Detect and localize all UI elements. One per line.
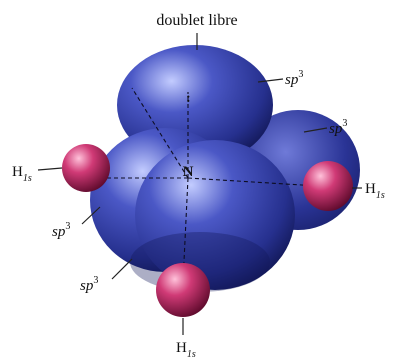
label-sp3-lower-left: sp3 [80, 275, 98, 294]
label-sp3-left: sp3 [52, 221, 70, 240]
label-h-right: H1s [365, 181, 385, 201]
label-nitrogen: N [183, 164, 194, 180]
hydrogen-left [62, 144, 110, 192]
leader-h-left [38, 168, 62, 170]
hydrogen-bottom [156, 263, 210, 317]
label-sp3-upper-right: sp3 [285, 69, 303, 88]
label-doublet-libre: doublet libre [156, 12, 237, 29]
hydrogen-right [303, 161, 353, 211]
label-h-left: H1s [12, 164, 32, 184]
leader-sp3-lower-left [112, 259, 132, 279]
label-h-bottom: H1s [176, 340, 196, 359]
lone-pair-dots: : [186, 91, 191, 106]
